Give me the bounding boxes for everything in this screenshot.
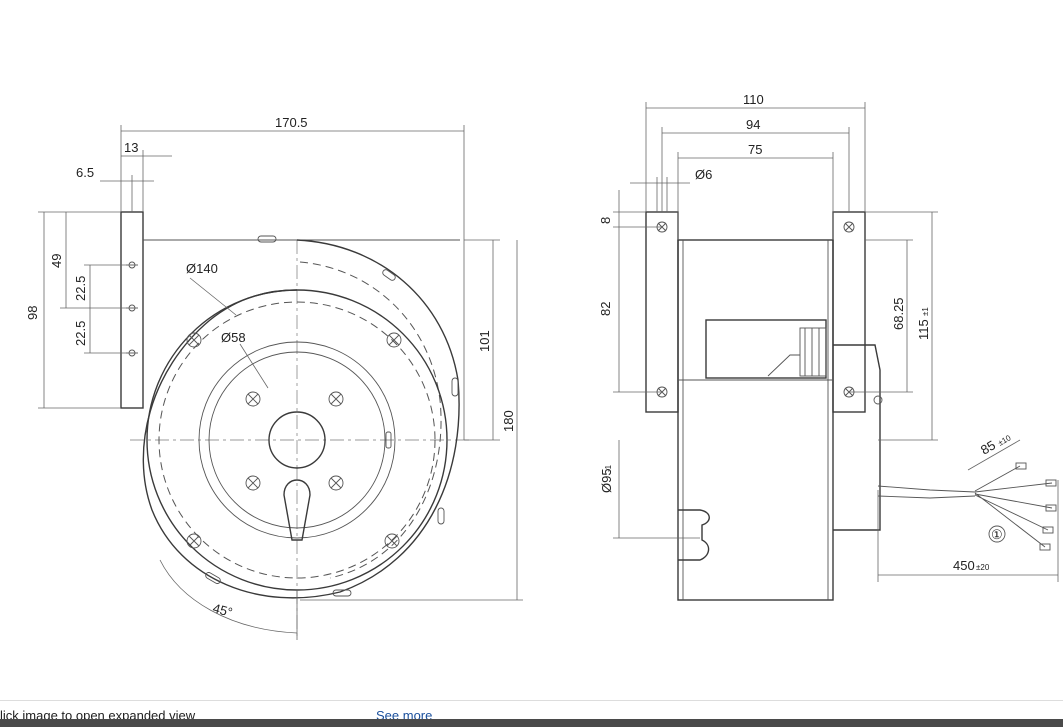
- dim-8: 8: [598, 217, 613, 224]
- outer-bolt-holes: [186, 332, 402, 549]
- scroll-housing: [142, 239, 460, 599]
- side-view: [613, 102, 1059, 601]
- hub-circle: [268, 411, 326, 469]
- dim-dia-95-tol: -1: [604, 464, 613, 472]
- callout-1: ①: [991, 527, 1003, 542]
- mounting-flange: [120, 211, 144, 409]
- dim-115: 115: [916, 319, 931, 340]
- dim-75: 75: [748, 142, 762, 157]
- dim-13: 13: [124, 140, 138, 155]
- dim-22-5-a: 22.5: [73, 276, 88, 301]
- side-flange-holes: [656, 221, 855, 398]
- motor-box: [705, 319, 827, 379]
- dim-6-5: 6.5: [76, 165, 94, 180]
- side-flange-left: [645, 211, 679, 413]
- dim-49: 49: [49, 254, 64, 268]
- dim-dia-95: Ø95: [599, 468, 614, 493]
- dim-dia-58: Ø58: [221, 330, 246, 345]
- cable-gland: [283, 479, 311, 541]
- dimension-labels: 170.5 13 6.5 98 49 22.5 22.5 Ø140 Ø58 10…: [25, 92, 1013, 620]
- dim-170-5: 170.5: [275, 115, 308, 130]
- dim-180: 180: [501, 410, 516, 432]
- dim-98: 98: [25, 306, 40, 320]
- motor-side: [833, 344, 881, 531]
- side-flange-right: [832, 211, 866, 413]
- dim-dia-140: Ø140: [186, 261, 218, 276]
- dim-68-25: 68.25: [891, 297, 906, 330]
- flange-holes: [126, 261, 138, 357]
- dim-450-tol: ±20: [976, 563, 990, 572]
- dim-110: 110: [743, 92, 764, 107]
- technical-drawing: 170.5 13 6.5 98 49 22.5 22.5 Ø140 Ø58 10…: [25, 92, 1059, 640]
- footer-strip: [0, 719, 1063, 727]
- dim-22-5-b: 22.5: [73, 321, 88, 346]
- outlet-cutout: [678, 509, 710, 561]
- dim-angle-45: 45°: [211, 600, 234, 620]
- dim-101: 101: [477, 330, 492, 352]
- inner-bolt-holes: [245, 391, 344, 491]
- footer-bar: lick image to open expanded view See mor…: [0, 700, 1063, 727]
- callout-circle: [988, 525, 1006, 543]
- dim-115-tol: ±1: [921, 307, 930, 316]
- dim-94: 94: [746, 117, 760, 132]
- front-view: [38, 125, 523, 640]
- dim-450: 450: [953, 558, 975, 573]
- dim-82: 82: [598, 302, 613, 316]
- dim-85: 85: [978, 437, 998, 457]
- fan-body: [677, 239, 834, 601]
- cable: [877, 485, 976, 493]
- dim-dia-6: Ø6: [695, 167, 712, 182]
